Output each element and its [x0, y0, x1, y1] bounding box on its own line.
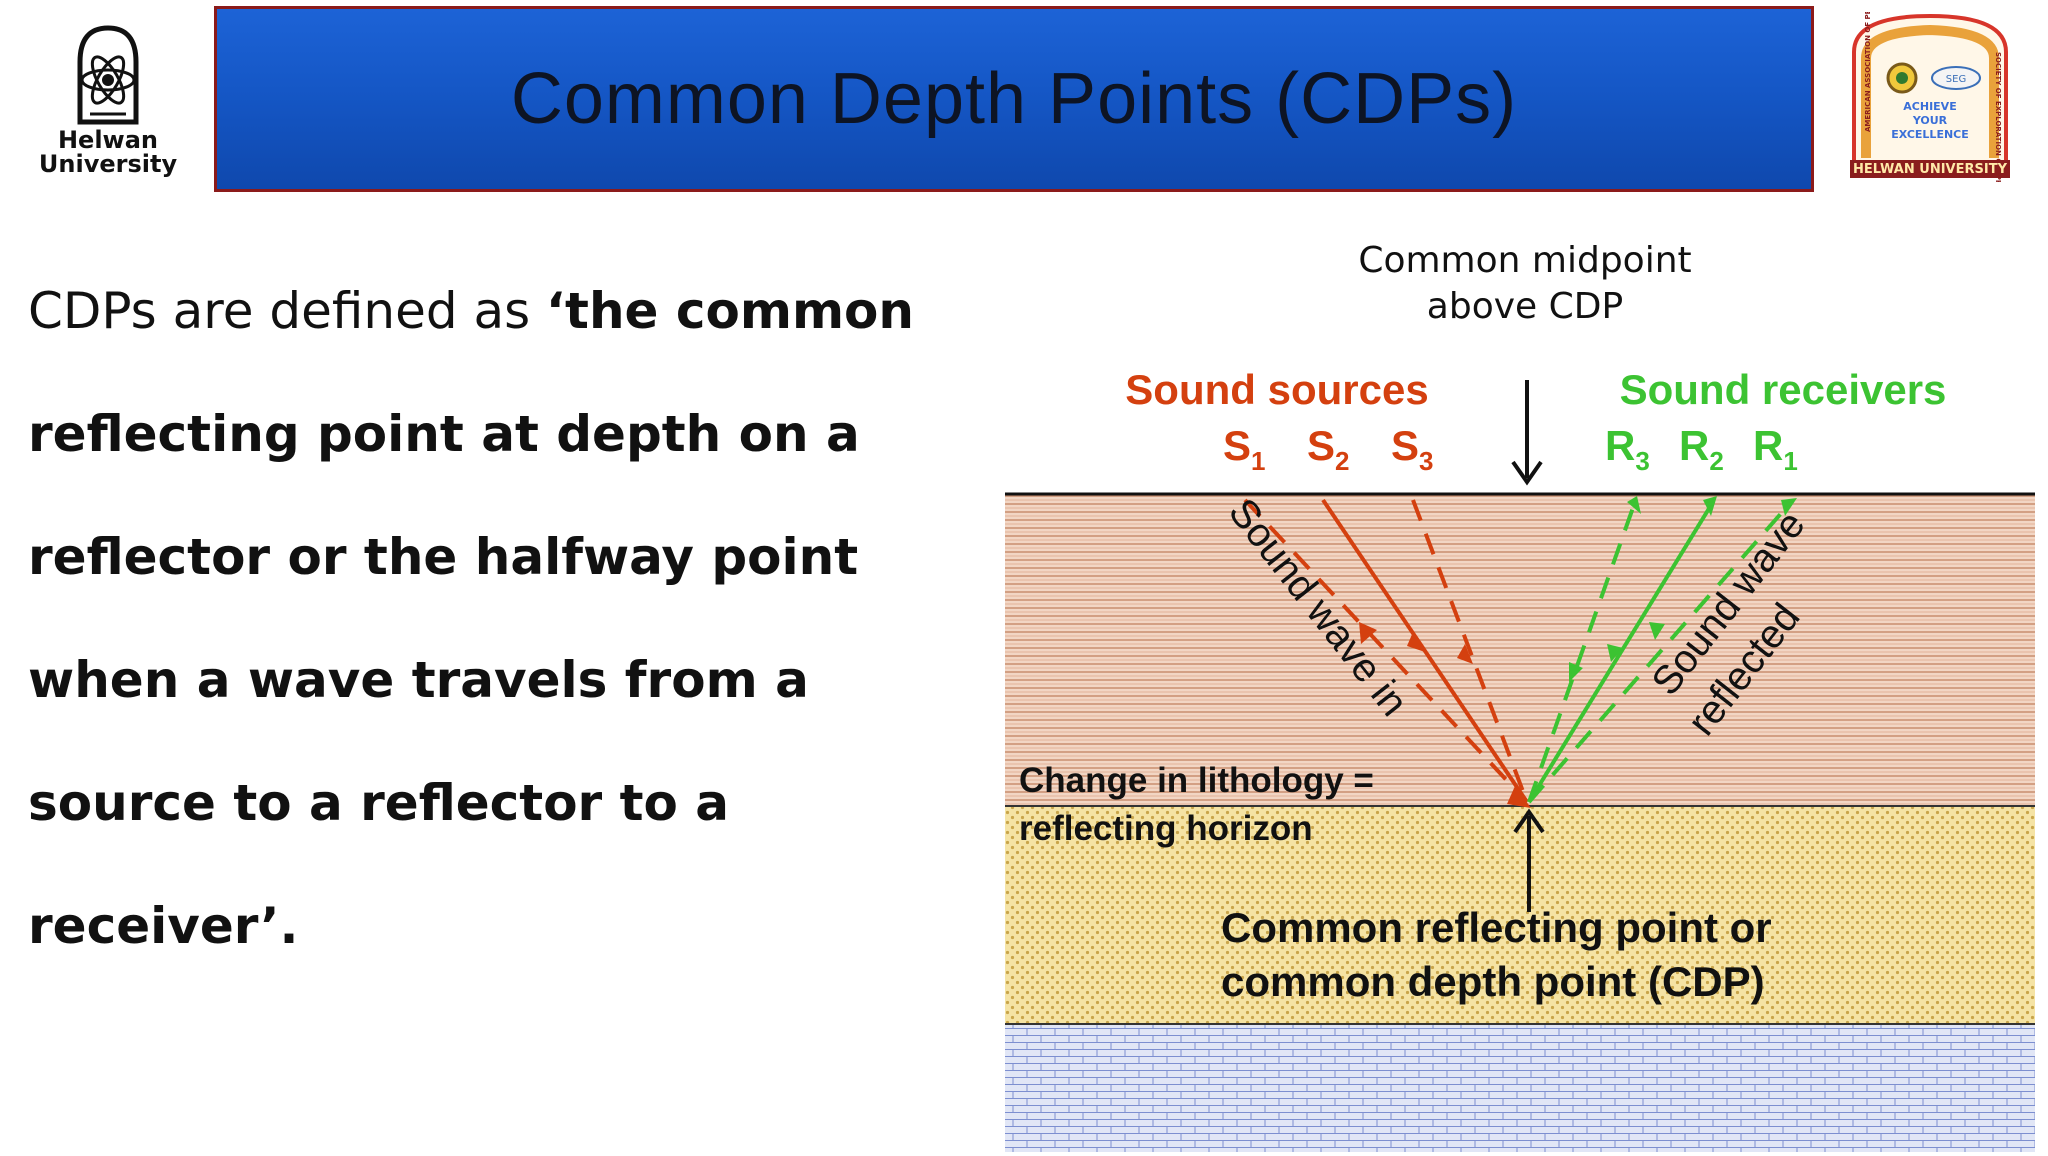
cdp-label-line1: Common reflecting point or	[1221, 904, 1772, 951]
reflected-rays	[1527, 500, 1793, 804]
reflected-arrowheads	[1569, 496, 1797, 682]
receiver-r2-letter: R	[1679, 422, 1709, 469]
source-s1-letter: S	[1223, 422, 1251, 469]
ray-s1	[1243, 498, 1529, 804]
logo-text-line2: University	[38, 150, 178, 178]
incident-arrowheads	[1359, 622, 1531, 808]
logo-motto-3: EXCELLENCE	[1891, 128, 1969, 141]
title-banner: Common Depth Points (CDPs)	[214, 6, 1814, 192]
definition-quote: ‘the common reflecting point at depth on…	[28, 282, 914, 955]
layer-upper	[1005, 494, 2035, 806]
layer-lower	[1005, 1024, 2035, 1152]
cdp-arrow	[1513, 808, 1545, 912]
source-s3: S3	[1391, 422, 1433, 476]
cdp-diagram: Common midpoint above CDP Sound sources …	[995, 230, 2035, 1152]
receiver-r3-letter: R	[1605, 422, 1635, 469]
ray-s2	[1321, 498, 1529, 804]
receiver-r3: R3	[1605, 422, 1650, 476]
ray-r2	[1527, 500, 1715, 804]
logo-motto-1: ACHIEVE	[1903, 100, 1956, 113]
source-s1-sub: 1	[1251, 446, 1265, 476]
sound-sources-label: Sound sources	[1125, 366, 1428, 413]
source-s3-letter: S	[1391, 422, 1419, 469]
receiver-r2-sub: 2	[1709, 446, 1723, 476]
receiver-r1: R1	[1753, 422, 1798, 476]
atom-emblem-icon	[77, 25, 139, 125]
sound-receivers-label: Sound receivers	[1620, 366, 1947, 413]
receiver-r1-letter: R	[1753, 422, 1783, 469]
source-s1: S1	[1223, 422, 1265, 476]
logo-arc-left: AMERICAN ASSOCIATION OF PETROLEUM GEOLOG…	[1864, 12, 1872, 132]
ray-r1	[1527, 500, 1793, 804]
receiver-r2: R2	[1679, 422, 1724, 476]
logo-motto-2: YOUR	[1912, 114, 1948, 127]
source-s2: S2	[1307, 422, 1349, 476]
society-logo: AMERICAN ASSOCIATION OF PETROLEUM GEOLOG…	[1840, 0, 2020, 221]
source-s2-letter: S	[1307, 422, 1335, 469]
logo-arc-right: SOCIETY OF EXPLORATION GEOPHYSICISTS	[1994, 52, 2002, 182]
cdp-definition: CDPs are defined as ‘the common reflecti…	[28, 250, 958, 988]
ray-r3	[1527, 501, 1637, 803]
horizon-label-line1: Change in lithology =	[1019, 761, 1374, 800]
ray-s3	[1411, 499, 1529, 803]
layer-middle	[1005, 806, 2035, 1024]
cdp-diagram-svg: Common midpoint above CDP Sound sources …	[1005, 240, 2035, 1152]
helwan-university-logo: Helwan University	[28, 22, 188, 176]
receiver-r1-sub: 1	[1783, 446, 1797, 476]
logo-text-line1: Helwan	[57, 126, 159, 154]
society-emblem-icon: AMERICAN ASSOCIATION OF PETROLEUM GEOLOG…	[1850, 0, 2010, 221]
midpoint-label-line1: Common midpoint	[1358, 240, 1691, 281]
source-s3-sub: 3	[1419, 446, 1433, 476]
horizon-label-line2: reflecting horizon	[1019, 809, 1313, 848]
definition-intro: CDPs are defined as	[28, 282, 547, 340]
receiver-r3-sub: 3	[1635, 446, 1649, 476]
midpoint-arrow	[1511, 380, 1543, 486]
incident-rays	[1243, 498, 1529, 804]
seg-badge-label: SEG	[1946, 74, 1966, 85]
logo-ribbon-text: HELWAN UNIVERSITY	[1853, 162, 2008, 177]
page-title: Common Depth Points (CDPs)	[510, 59, 1518, 139]
source-s2-sub: 2	[1335, 446, 1349, 476]
midpoint-label-line2: above CDP	[1427, 286, 1623, 327]
cdp-label-line2: common depth point (CDP)	[1221, 958, 1765, 1005]
